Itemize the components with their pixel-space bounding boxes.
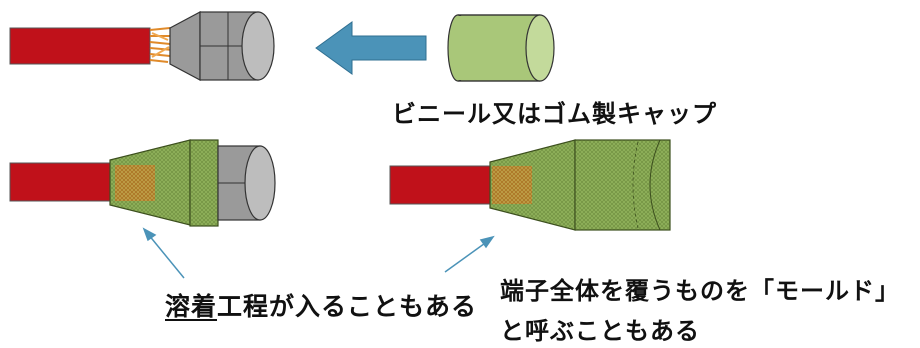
left-arrow-icon <box>315 21 427 75</box>
top-terminal-assembly <box>9 11 275 81</box>
pointer-welding <box>147 233 185 279</box>
terminal-end-top <box>241 11 275 81</box>
insulation-sleeve <box>189 139 219 227</box>
copper-strands-icon <box>149 27 174 63</box>
mold-body <box>574 139 671 231</box>
mold-label-line1: 端子全体を覆うものを「モールド」 <box>500 277 900 305</box>
cap-icon <box>447 14 555 82</box>
cable-top <box>9 27 151 65</box>
mold-label-line2: と呼ぶこともある <box>500 317 700 345</box>
pointer-arrows <box>142 227 495 279</box>
terminal-end-mid <box>244 145 276 221</box>
welded-terminal-assembly <box>9 139 276 227</box>
cap-label: ビニール又はゴム製キャップ <box>392 100 717 128</box>
cable-mid-right <box>389 165 496 205</box>
cable-mid-left <box>9 162 116 202</box>
molded-terminal-assembly <box>389 139 671 231</box>
welding-label-rest: 工程が入ることもある <box>217 292 478 321</box>
pointer-welding-head <box>142 227 157 242</box>
pointer-mold-head <box>479 235 495 249</box>
pointer-mold <box>444 240 489 273</box>
welding-label: 溶着工程が入ることもある <box>165 287 477 323</box>
welding-term: 溶着 <box>165 292 218 321</box>
terminal-funnel-top <box>169 11 201 81</box>
